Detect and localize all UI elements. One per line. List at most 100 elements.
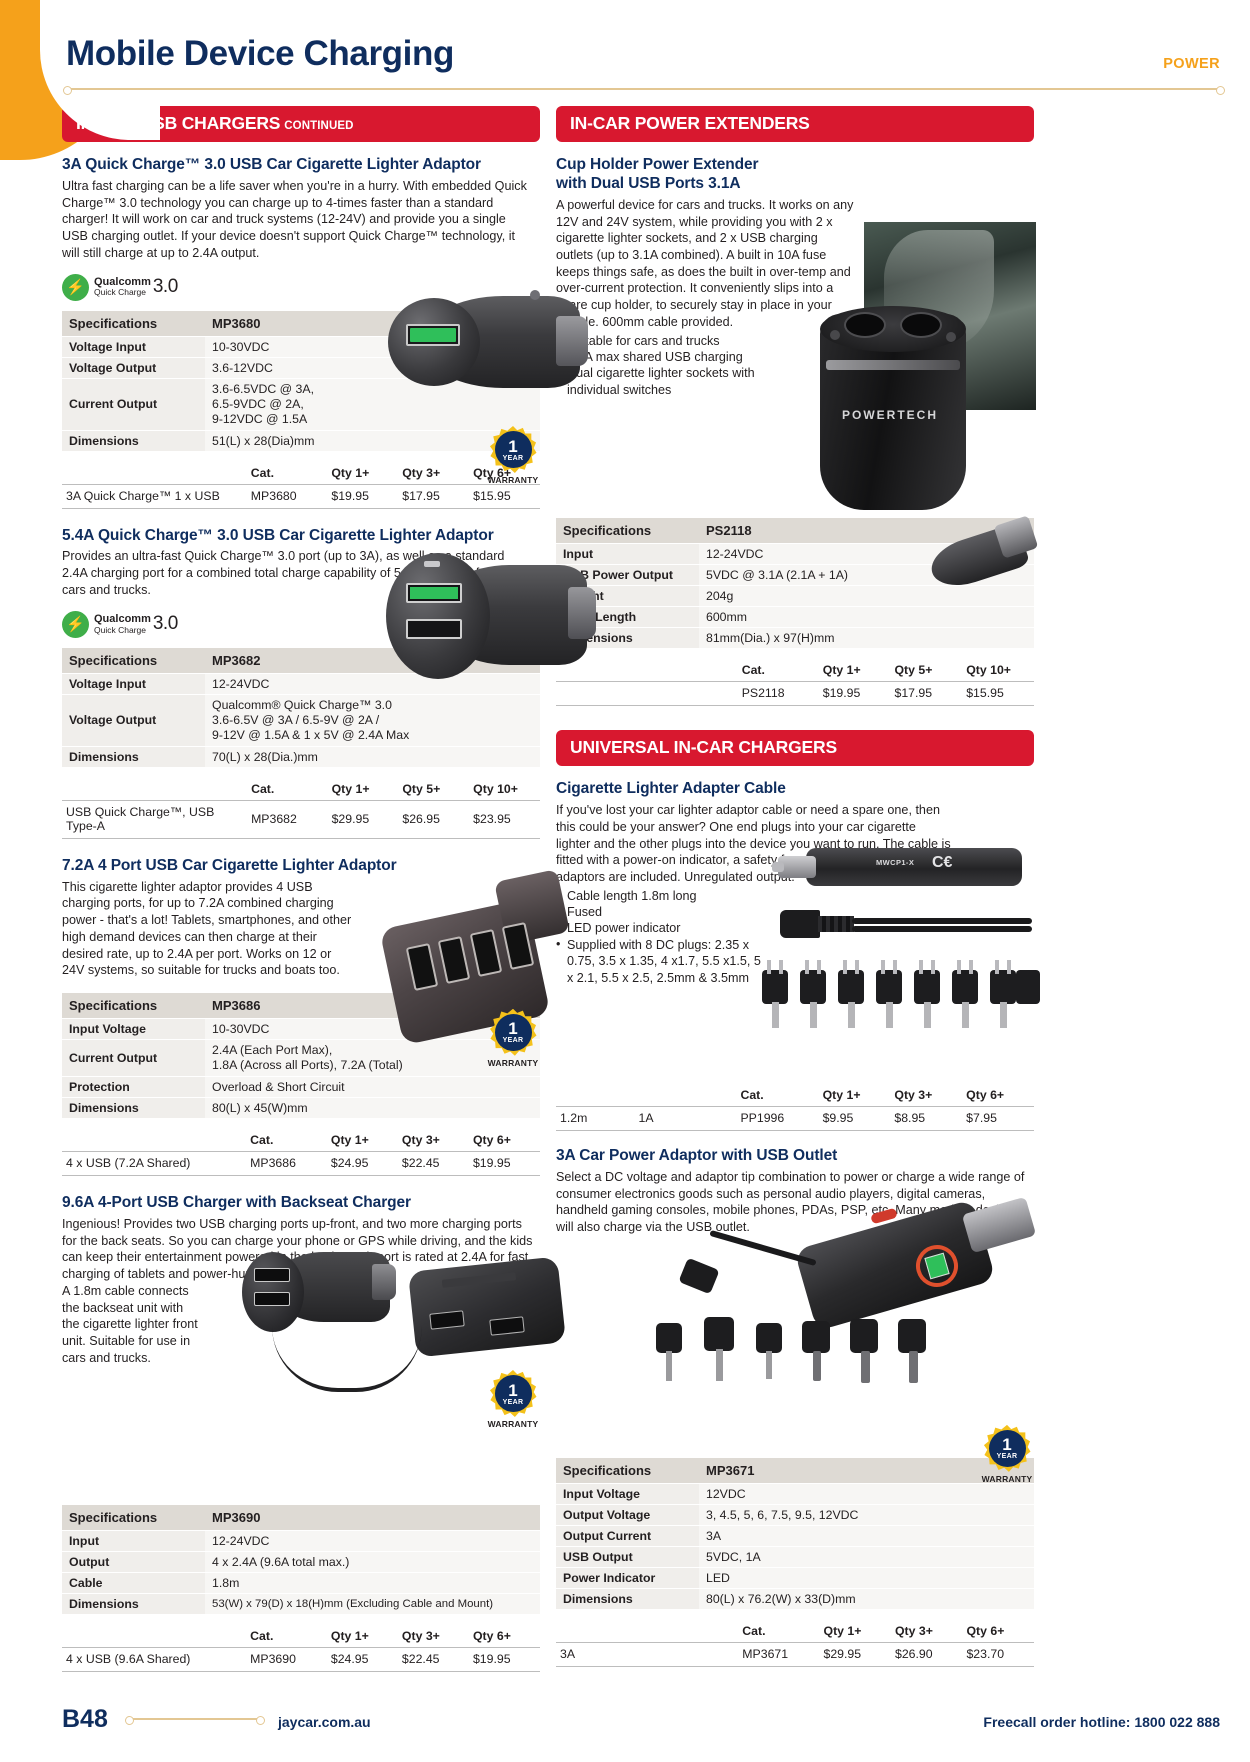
price-desc: 4 x USB (9.6A Shared) xyxy=(62,1647,247,1672)
spec-value: 81mm(Dia.) x 97(H)mm xyxy=(699,627,1034,650)
price-qty2: $22.45 xyxy=(397,1151,469,1176)
warranty-number: 1 xyxy=(1002,1435,1012,1455)
price-length: 1.2m xyxy=(556,1106,635,1131)
price-row: 1.2m 1A PP1996 $9.95 $8.95 $7.95 xyxy=(556,1106,1034,1131)
price-col-qty3: Qty 6+ xyxy=(962,1085,1034,1107)
spec-header-label: Specifications xyxy=(62,647,205,674)
price-col-cat: Cat. xyxy=(247,779,328,801)
price-col-qty1: Qty 1+ xyxy=(326,1626,398,1648)
warranty-badge-mp3680: 1 YEAR WARRANTY xyxy=(482,426,544,485)
spec-value: 3, 4.5, 5, 6, 7.5, 9.5, 12VDC xyxy=(699,1504,1034,1526)
spec-value: 80(L) x 45(W)mm xyxy=(205,1097,540,1119)
price-desc: USB Quick Charge™, USB Type-A xyxy=(62,800,248,839)
spec-header-label: Specifications xyxy=(62,1504,205,1531)
price-header-row: Cat. Qty 1+ Qty 5+ Qty 10+ xyxy=(62,779,540,801)
spec-label: USB Output xyxy=(556,1546,699,1568)
footer-website[interactable]: jaycar.com.au xyxy=(278,1714,371,1730)
price-col-qty2: Qty 3+ xyxy=(890,1621,963,1643)
spec-value: 5VDC, 1A xyxy=(699,1546,1034,1568)
page-title: Mobile Device Charging xyxy=(66,34,454,73)
price-cat: MP3690 xyxy=(246,1647,327,1672)
product-photo-lighter-plug: MWCP1-X C€ xyxy=(772,832,1037,904)
bullet-item: Fused xyxy=(556,903,766,920)
product-bullets: Cable length 1.8m long Fused LED power i… xyxy=(556,887,766,986)
price-cat: PP1996 xyxy=(736,1106,819,1131)
spec-model: MP3690 xyxy=(205,1504,540,1531)
price-qty3: $19.95 xyxy=(468,1647,540,1672)
warranty-seal: 1 YEAR xyxy=(489,1370,537,1417)
spec-label: Input xyxy=(556,543,699,566)
spec-value: 80(L) x 76.2(W) x 33(D)mm xyxy=(699,1588,1034,1610)
warranty-label: WARRANTY xyxy=(487,1419,539,1429)
price-col-qty1: Qty 1+ xyxy=(327,463,399,485)
price-col-length xyxy=(556,1085,635,1107)
price-col-desc xyxy=(62,1131,247,1152)
product-title: 9.6A 4-Port USB Charger with Backseat Ch… xyxy=(62,1194,411,1211)
warranty-unit: YEAR xyxy=(502,1037,524,1045)
price-qty1: $19.95 xyxy=(818,681,891,707)
spec-value: 53(W) x 79(D) x 18(H)mm (Excluding Cable… xyxy=(205,1593,540,1615)
warranty-seal: 1 YEAR xyxy=(983,1424,1031,1472)
price-col-qty1: Qty 1+ xyxy=(327,779,399,801)
warranty-number: 1 xyxy=(508,1019,518,1039)
product-photo-cigarette-plug xyxy=(916,496,1046,606)
price-table-mp3671: Cat. Qty 1+ Qty 3+ Qty 6+ 3A MP3671 $29.… xyxy=(556,1621,1034,1667)
quick-charge-label: Quick Charge xyxy=(94,287,146,298)
product-title: Cigarette Lighter Adapter Cable xyxy=(556,780,786,798)
price-qty2: $22.45 xyxy=(397,1647,469,1672)
spec-label: Dimensions xyxy=(62,430,205,452)
product-title: 5.4A Quick Charge™ 3.0 USB Car Cigarette… xyxy=(62,526,494,544)
product-ps2118: Cup Holder Power Extender with Dual USB … xyxy=(556,156,1039,707)
price-col-desc xyxy=(556,661,738,683)
spec-value: 3A xyxy=(699,1525,1034,1547)
price-col-qty1: Qty 1+ xyxy=(818,661,891,683)
qualcomm-quick-charge-logo: ⚡ Qualcomm Quick Charge 3.0 xyxy=(62,273,540,301)
product-photo-dc-cable xyxy=(772,904,1037,952)
spec-label: Current Output xyxy=(62,378,205,431)
spec-value: Qualcomm® Quick Charge™ 3.0 3.6-6.5V @ 3… xyxy=(205,694,540,747)
warranty-number: 1 xyxy=(508,436,518,456)
price-qty2: $17.95 xyxy=(890,681,963,707)
right-column: IN-CAR POWER EXTENDERS Cup Holder Power … xyxy=(556,106,1040,1667)
spec-header-label: Specifications xyxy=(556,518,699,545)
price-table-mp3690: Cat. Qty 1+ Qty 3+ Qty 6+ 4 x USB (9.6A … xyxy=(62,1626,540,1672)
warranty-unit: YEAR xyxy=(996,1453,1018,1461)
product-photo-mp3690 xyxy=(212,1248,567,1408)
product-title: 3A Car Power Adaptor with USB Outlet xyxy=(556,1146,838,1164)
spec-value: Overload & Short Circuit xyxy=(205,1076,540,1098)
price-qty1: $9.95 xyxy=(818,1106,891,1131)
spec-label: Voltage Output xyxy=(62,357,205,379)
price-header-row: Cat. Qty 1+ Qty 3+ Qty 6+ xyxy=(556,1621,1034,1643)
spec-label: Output Voltage xyxy=(556,1504,699,1526)
price-col-qty1: Qty 1+ xyxy=(819,1621,891,1643)
price-col-desc xyxy=(62,779,248,801)
warranty-badge-mp3686: 1 YEAR WARRANTY xyxy=(482,1008,544,1068)
lightning-bolt-icon: ⚡ xyxy=(66,615,85,633)
price-desc: 3A Quick Charge™ 1 x USB xyxy=(62,484,247,509)
price-table-ps2118: Cat. Qty 1+ Qty 5+ Qty 10+ PS2118 $19.95… xyxy=(556,661,1034,707)
product-mp3682: 5.4A Quick Charge™ 3.0 USB Car Cigarette… xyxy=(62,526,596,839)
bullet-item: Cable length 1.8m long xyxy=(556,887,766,904)
quick-charge-version: 3.0 xyxy=(152,613,178,635)
spec-value: 12-24VDC xyxy=(205,673,540,695)
footer-divider xyxy=(125,1715,265,1725)
product-bullets: Suitable for cars and trucks 3.1A max sh… xyxy=(556,332,766,398)
warranty-unit: YEAR xyxy=(502,454,524,462)
footer-hotline: Freecall order hotline: 1800 022 888 xyxy=(983,1714,1220,1730)
spec-label: Output xyxy=(62,1551,205,1573)
spec-label: Voltage Input xyxy=(62,336,205,358)
spec-header-label: Specifications xyxy=(556,1457,699,1484)
price-row: 4 x USB (9.6A Shared) MP3690 $24.95 $22.… xyxy=(62,1647,540,1672)
price-cat: MP3680 xyxy=(246,484,328,509)
price-col-qty3: Qty 6+ xyxy=(468,1626,540,1648)
spec-value: 12-24VDC xyxy=(205,1530,540,1552)
